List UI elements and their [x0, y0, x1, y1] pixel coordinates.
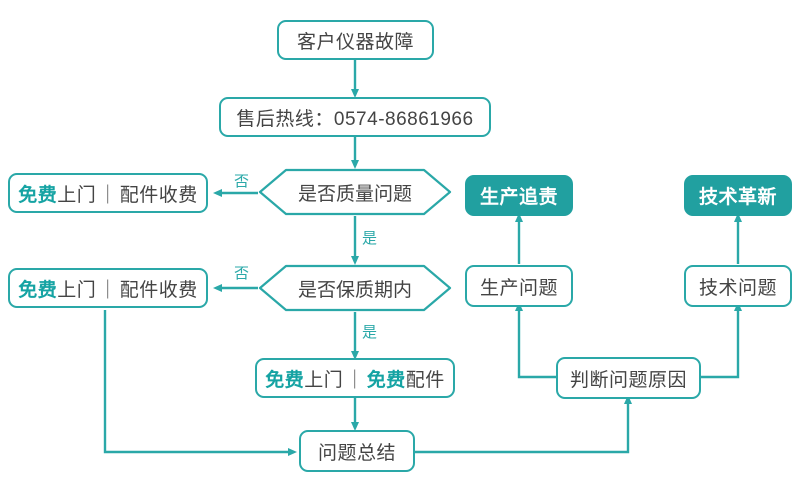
edge-summary-to-judge [415, 395, 632, 454]
label-segment-free: 免费 [18, 184, 58, 206]
label-segment-sep: ｜ [98, 279, 118, 301]
node-production-accountability[interactable]: 生产追责 [465, 175, 573, 216]
label-segment-sep: ｜ [345, 369, 365, 391]
node-summary[interactable]: 问题总结 [299, 430, 415, 472]
hexagon-shape-warranty [258, 264, 452, 312]
node-paid-service-2[interactable]: 免费上门｜配件收费 [8, 268, 208, 308]
label-segment-plain: 配件 [405, 369, 445, 391]
label-segment-plain: 配件收费 [119, 279, 198, 301]
edge-label-warranty-no: 否 [232, 262, 252, 283]
label-segment-plain: 上门 [57, 184, 97, 206]
label-segment-sep: ｜ [98, 184, 118, 206]
edge-judge-to-tech-problem [700, 302, 742, 379]
node-start[interactable]: 客户仪器故障 [277, 20, 434, 60]
node-decision-quality-label: 是否质量问题 [297, 183, 412, 205]
label-segment-free: 免费 [366, 369, 406, 391]
node-technical-innovation[interactable]: 技术革新 [684, 175, 792, 216]
edge-judge-to-prod-problem [515, 302, 557, 379]
node-hotline[interactable]: 售后热线：0574-86861966 [219, 97, 491, 137]
node-decision-warranty[interactable]: 是否保质期内 [258, 264, 452, 312]
node-production-problem[interactable]: 生产问题 [465, 265, 573, 307]
edge-label-quality-yes: 是 [360, 227, 380, 248]
edge-paid2-to-summary [103, 310, 297, 456]
node-decision-warranty-label: 是否保质期内 [297, 279, 412, 301]
node-decision-quality[interactable]: 是否质量问题 [258, 168, 452, 216]
label-segment-plain: 上门 [304, 369, 344, 391]
label-segment-free: 免费 [18, 279, 58, 301]
label-segment-plain: 配件收费 [119, 184, 198, 206]
hexagon-shape-quality [258, 168, 452, 216]
label-segment-plain: 上门 [57, 279, 97, 301]
edge-label-quality-no: 否 [232, 170, 252, 191]
node-technical-problem[interactable]: 技术问题 [684, 265, 792, 307]
node-judge-cause[interactable]: 判断问题原因 [556, 357, 701, 399]
node-paid-service-1[interactable]: 免费上门｜配件收费 [8, 173, 208, 213]
node-free-service[interactable]: 免费上门｜免费配件 [255, 358, 455, 398]
edge-label-warranty-yes: 是 [360, 321, 380, 342]
label-segment-free: 免费 [265, 369, 305, 391]
